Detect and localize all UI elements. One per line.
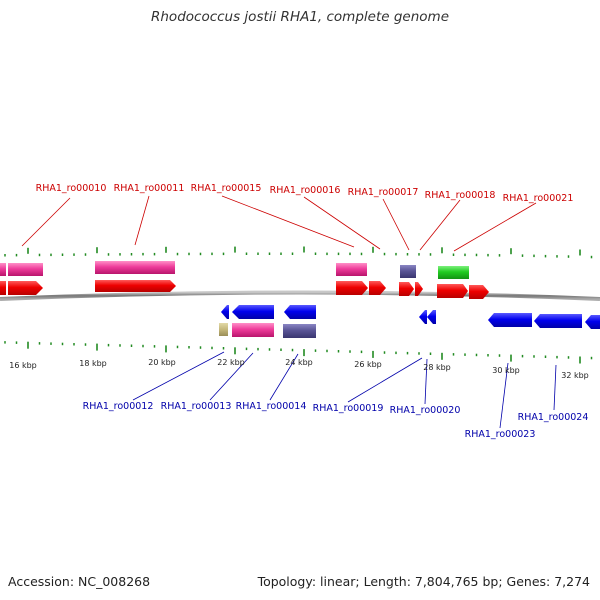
gene-ro00011-arrow[interactable] [95, 280, 176, 292]
tick-label-22kbp: 22 kbp [217, 358, 245, 367]
gene-ro00020-arrow[interactable] [437, 284, 468, 298]
connector-ro00016 [303, 196, 381, 250]
connector-ro00019 [347, 357, 423, 403]
tick-label-18kbp: 18 kbp [79, 359, 107, 368]
connector-ro00024 [553, 364, 557, 411]
tick-label-30kbp: 30 kbp [492, 366, 520, 375]
gene-ro00017-arrow[interactable] [399, 282, 414, 296]
tick-label-26kbp: 26 kbp [354, 360, 382, 369]
connector-ro00010 [21, 197, 71, 247]
gene-ro00015-arrow[interactable] [336, 281, 368, 295]
label-ro00012[interactable]: RHA1_ro00012 [83, 401, 154, 412]
label-ro00013[interactable]: RHA1_ro00013 [161, 401, 232, 412]
gene-ro00012-box[interactable] [219, 323, 228, 336]
connector-ro00013 [209, 352, 254, 401]
gene-ro00018-arrow[interactable] [415, 282, 423, 296]
tick-label-24kbp: 24 kbp [285, 358, 313, 367]
genome-backbone [0, 290, 600, 301]
connector-ro00017 [382, 198, 410, 251]
gene-ro00024-arrow[interactable] [534, 314, 582, 328]
gene-ro00013-box[interactable] [232, 323, 274, 337]
label-ro00024[interactable]: RHA1_ro00024 [518, 412, 589, 423]
gene-ro00021-arrow[interactable] [469, 285, 489, 299]
gene-ro00014-arrow[interactable] [284, 305, 316, 319]
gene-ro00018[interactable] [438, 266, 469, 279]
connector-ro00023 [499, 362, 509, 429]
gene-ro00010[interactable] [0, 263, 6, 276]
tick-label-20kbp: 20 kbp [148, 358, 176, 367]
genome-summary-text: Topology: linear; Length: 7,804,765 bp; … [257, 574, 590, 589]
gene-ro00012-arrow[interactable] [221, 305, 229, 319]
gene-ro00010-arrow-a[interactable] [0, 281, 6, 295]
tick-label-32kbp: 32 kbp [561, 371, 589, 380]
gene-ro00013-arrow[interactable] [232, 305, 274, 319]
gene-ro00019-arrow-a[interactable] [419, 310, 427, 324]
label-ro00018[interactable]: RHA1_ro00018 [425, 190, 496, 201]
label-ro00014[interactable]: RHA1_ro00014 [236, 401, 307, 412]
connector-ro00021 [453, 202, 537, 252]
label-ro00011[interactable]: RHA1_ro00011 [114, 183, 185, 194]
gene-ro00023-arrow[interactable] [488, 313, 532, 327]
reverse-strand-ticks [4, 341, 593, 364]
gene-ro00011[interactable] [95, 261, 175, 274]
connector-ro00014 [269, 353, 299, 401]
label-ro00023[interactable]: RHA1_ro00023 [465, 429, 536, 440]
gene-ro00010b[interactable] [8, 263, 43, 276]
label-ro00020[interactable]: RHA1_ro00020 [390, 405, 461, 416]
genome-title: Rhodococcus jostii RHA1, complete genome [151, 9, 449, 25]
gene-ro00025-arrow[interactable] [585, 315, 600, 329]
connector-ro00018 [419, 199, 461, 251]
gene-ro00019-arrow-b[interactable] [427, 310, 436, 324]
tick-label-16kbp: 16 kbp [9, 361, 37, 370]
gene-ro00016-arrow[interactable] [369, 281, 386, 295]
connector-ro00020 [424, 358, 428, 405]
tick-label-28kbp: 28 kbp [423, 363, 451, 372]
gene-ro00015[interactable] [336, 263, 367, 276]
gene-ro00014-box[interactable] [283, 324, 316, 338]
connector-ro00012 [132, 351, 225, 401]
label-ro00015[interactable]: RHA1_ro00015 [191, 183, 262, 194]
gene-ro00010-arrow-b[interactable] [8, 281, 43, 295]
accession-text: Accession: NC_008268 [8, 574, 151, 589]
label-ro00010[interactable]: RHA1_ro00010 [36, 183, 107, 194]
label-ro00017[interactable]: RHA1_ro00017 [348, 187, 419, 198]
forward-strand-ticks [4, 246, 593, 259]
connector-ro00011 [134, 195, 150, 246]
label-ro00021[interactable]: RHA1_ro00021 [503, 193, 574, 204]
label-ro00019[interactable]: RHA1_ro00019 [313, 403, 384, 414]
connector-ro00015 [221, 195, 355, 248]
label-ro00016[interactable]: RHA1_ro00016 [270, 185, 341, 196]
gene-ro00017[interactable] [400, 265, 416, 278]
